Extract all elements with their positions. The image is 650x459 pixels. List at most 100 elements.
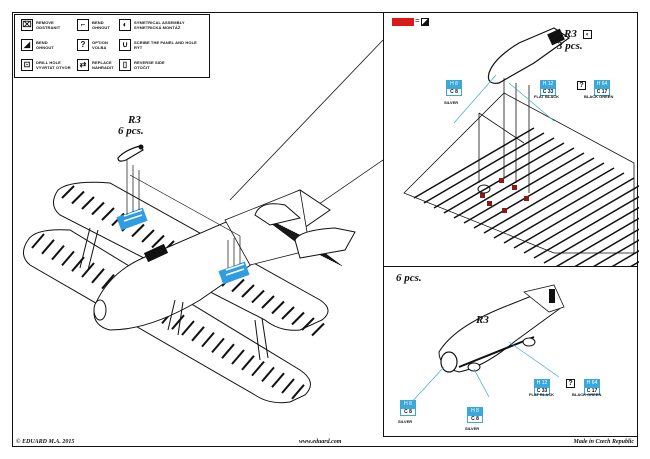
website: www.eduard.com [299, 439, 342, 445]
wing-rib [453, 147, 575, 219]
red-color-swatch [392, 18, 414, 26]
legend-item: ⌧ RemoveOdstranit [21, 19, 61, 31]
wing-rib [101, 273, 115, 290]
replace-icon: ⇄ [77, 59, 89, 71]
tail [254, 203, 356, 259]
wing-rib [413, 127, 535, 199]
wing-rib [301, 317, 315, 331]
leader-line [229, 39, 384, 201]
wing-rib [291, 311, 305, 326]
wing-rib [91, 268, 105, 284]
origin: Made in Czech Republic [573, 439, 634, 445]
wing-rib [493, 167, 615, 239]
placement-highlight-right [218, 261, 250, 285]
detail-top-drawing [403, 27, 639, 268]
detail-top-qty-label: 3 pcs. [557, 40, 583, 52]
bend-diagonal-icon: ◢ [21, 39, 33, 51]
symmetrical-assembly-icon: ◐ [583, 30, 592, 39]
wing-rib [523, 185, 639, 254]
wing-rib [241, 284, 255, 298]
wing-rib [211, 337, 225, 354]
wing-rib [251, 289, 265, 304]
bend-diagonal-icon [421, 18, 429, 26]
symmetrical-assembly-icon: ◐ [119, 19, 131, 31]
wing-rib [61, 250, 75, 267]
bomb-rack-part-main [117, 144, 144, 162]
wing-rib [571, 228, 639, 268]
wing-rib [423, 132, 545, 204]
wing-rib [61, 185, 75, 199]
wing-rib [51, 244, 65, 261]
legend-item: ⊡ Drill holeVyvrtat otvor [21, 59, 71, 71]
legend-item: ▯ Reverse sideOtočit [119, 59, 165, 71]
wing-rib [553, 217, 639, 268]
wing-struts [79, 227, 269, 361]
remove-icon: ⌧ [21, 19, 33, 31]
wing-rib [131, 223, 145, 238]
wing-rib [231, 349, 245, 365]
wing-rib [171, 314, 185, 330]
wing-rib [201, 331, 215, 348]
scribe-icon: ∪ [119, 39, 131, 51]
wing-rib [231, 278, 245, 293]
wing-rib [151, 234, 165, 249]
wing-rib [261, 366, 275, 383]
wing-rib [251, 360, 265, 377]
wing-rib [271, 300, 285, 315]
footer: © EDUARD M.A. 2015 www.eduard.com Made i… [14, 437, 638, 447]
legend-item: ? OptionVolba [77, 39, 108, 51]
bend-icon: ⌐ [77, 19, 89, 31]
detail-top-part-label: R3 [564, 28, 577, 40]
detail-bottom-qty-label: 6 pcs. [396, 272, 422, 284]
wing-rib [181, 320, 195, 336]
detail-panel-top: = R3 ◐ 3 pcs. H 8C 8 Silver H 12C 33 Fla… [383, 12, 639, 268]
legend-item: ◢ BendOhnout [21, 39, 54, 51]
color-name: Black Green [572, 392, 602, 397]
detail-bottom-drawing [408, 284, 565, 406]
legend-item: ◐ Symetrical assemblySymetrická montáž [119, 19, 185, 31]
wing-rib [221, 343, 235, 359]
wing-rib [91, 201, 105, 216]
wing-rib [291, 384, 305, 400]
wing-rib [241, 355, 255, 371]
detail-bottom-part-label: R3 [476, 314, 489, 326]
wing-rib [41, 239, 55, 255]
color-name: Silver [444, 100, 459, 105]
legend-item: ⇄ ReplaceNahradit [77, 59, 114, 71]
wing-rib [503, 172, 625, 244]
option-icon: ? [566, 379, 575, 388]
drill-hole-icon: ⊡ [21, 59, 33, 71]
wing-rib [543, 206, 639, 264]
wing-rib [533, 195, 639, 259]
wing-rib [433, 137, 555, 209]
wing-rib [311, 322, 325, 337]
main-qty-label: 6 pcs. [118, 125, 144, 137]
wing-rib [281, 378, 295, 394]
reverse-side-icon: ▯ [119, 59, 131, 71]
wing-rib [31, 233, 45, 249]
wing-rib [483, 162, 605, 234]
main-part-label: R3 [128, 114, 141, 126]
wing-rib [271, 372, 285, 388]
color-name: Flat Black [529, 392, 555, 397]
wing-rib [261, 295, 275, 309]
drill-markers [480, 178, 529, 213]
copyright: © EDUARD M.A. 2015 [16, 439, 75, 445]
wing-rib [513, 177, 635, 249]
wing-rib [463, 152, 585, 224]
wing-rib [191, 326, 205, 342]
wing-rib [81, 196, 95, 210]
legend-item: ∪ Scribe the panel and holeRýt [119, 39, 197, 51]
wing-rib [71, 190, 85, 205]
legend-item: ⌐ BendOhnout [77, 19, 110, 31]
wing-rib [473, 157, 595, 229]
option-icon: ? [77, 39, 89, 51]
